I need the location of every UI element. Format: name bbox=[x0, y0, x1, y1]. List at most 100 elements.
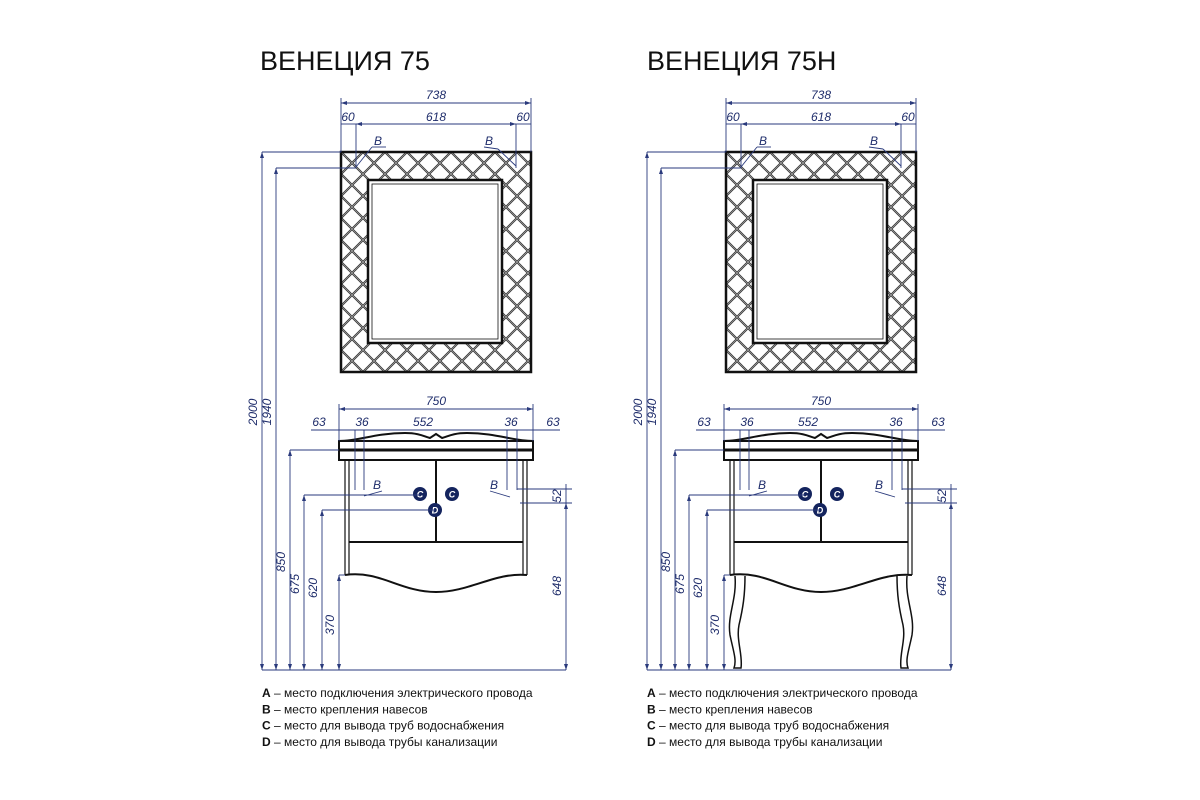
marker-letter: C bbox=[417, 490, 424, 500]
mirror-frame-outline bbox=[724, 150, 918, 374]
mount-point-label-b: B bbox=[875, 478, 883, 492]
dim-cabinet-part-5: 63 bbox=[931, 415, 945, 429]
legend-letter: D bbox=[647, 735, 656, 749]
dim-height-countertop: 850 bbox=[659, 552, 673, 572]
marker-letter: D bbox=[817, 506, 824, 516]
cabinet-leg-left bbox=[728, 575, 746, 669]
mount-point-label-b: B bbox=[758, 478, 766, 492]
legend-text: – место для вывода трубы канализации bbox=[271, 735, 498, 749]
water-supply-marker-c: C bbox=[830, 487, 844, 501]
countertop-wave bbox=[723, 431, 919, 442]
dim-height-total: 2000 bbox=[631, 398, 645, 426]
water-supply-marker-c: C bbox=[798, 487, 812, 501]
water-supply-marker-c: C bbox=[413, 487, 427, 501]
dim-cabinet-width: 750 bbox=[426, 394, 446, 408]
legend-item: D – место для вывода трубы канализации bbox=[647, 735, 882, 749]
mirror-frame-outline bbox=[339, 150, 533, 374]
legend-text: – место крепления навесов bbox=[271, 702, 428, 716]
dim-height-water: 675 bbox=[288, 574, 302, 594]
legend-item: B – место крепления навесов bbox=[262, 702, 428, 716]
dim-mirror-inner: 618 bbox=[811, 110, 831, 124]
dim-cabinet-part-5: 63 bbox=[546, 415, 560, 429]
dim-height-drain: 620 bbox=[306, 578, 320, 598]
marker-letter: C bbox=[802, 490, 809, 500]
legend-text: – место для вывода труб водоснабжения bbox=[271, 719, 504, 733]
legend-text: – место для вывода трубы канализации bbox=[656, 735, 883, 749]
dim-height-mirror-top: 1940 bbox=[645, 398, 659, 425]
leader-line bbox=[868, 146, 884, 150]
legend-text: – место крепления навесов bbox=[656, 702, 813, 716]
legend: A – место подключения электрического про… bbox=[647, 686, 918, 749]
mount-point-label-b: B bbox=[373, 478, 381, 492]
mirror-glass bbox=[751, 178, 889, 345]
dim-cabinet-width: 750 bbox=[811, 394, 831, 408]
leader-line bbox=[882, 148, 902, 167]
legend-item: A – место подключения электрического про… bbox=[262, 686, 533, 700]
mount-point-label-b: B bbox=[870, 134, 878, 148]
mirror-glass-bevel bbox=[756, 183, 884, 340]
legend-letter: C bbox=[262, 719, 271, 733]
panel-title: ВЕНЕЦИЯ 75Н bbox=[647, 46, 836, 76]
dim-mount-height: 648 bbox=[550, 576, 564, 596]
legend-letter: A bbox=[262, 686, 271, 700]
marker-letter: D bbox=[432, 506, 439, 516]
marker-letter: C bbox=[449, 490, 456, 500]
dim-height-total: 2000 bbox=[246, 398, 260, 426]
dim-cabinet-part-1: 63 bbox=[697, 415, 711, 429]
dim-mirror-side-left: 60 bbox=[341, 110, 355, 124]
mirror-glass-bevel bbox=[371, 183, 499, 340]
cabinet-leg-right bbox=[896, 575, 914, 669]
cabinet-bottom-wave bbox=[344, 573, 528, 594]
marker-circle bbox=[413, 487, 427, 501]
legend-letter: B bbox=[647, 702, 656, 716]
dim-mount-gap: 52 bbox=[550, 489, 564, 503]
dim-height-cabinet-bottom: 370 bbox=[323, 615, 337, 635]
leader-line bbox=[740, 146, 758, 168]
legend-letter: C bbox=[647, 719, 656, 733]
marker-circle bbox=[445, 487, 459, 501]
marker-circle bbox=[830, 487, 844, 501]
panel-title: ВЕНЕЦИЯ 75 bbox=[260, 46, 430, 76]
dim-mount-height: 648 bbox=[935, 576, 949, 596]
cabinet-sides bbox=[729, 460, 913, 575]
dim-mount-gap: 52 bbox=[935, 489, 949, 503]
legend-letter: B bbox=[262, 702, 271, 716]
legend-text: – место для вывода труб водоснабжения bbox=[656, 719, 889, 733]
mount-point-label-b: B bbox=[485, 134, 493, 148]
legend-item: C – место для вывода труб водоснабжения bbox=[262, 719, 504, 733]
dim-height-countertop: 850 bbox=[274, 552, 288, 572]
legend-letter: A bbox=[647, 686, 656, 700]
dim-mirror-side-right: 60 bbox=[901, 110, 915, 124]
dim-height-water: 675 bbox=[673, 574, 687, 594]
dim-mirror-width: 738 bbox=[426, 88, 446, 102]
legend-letter: D bbox=[262, 735, 271, 749]
dim-mirror-inner: 618 bbox=[426, 110, 446, 124]
cabinet-sides bbox=[344, 460, 528, 575]
dim-cabinet-part-2: 36 bbox=[355, 415, 369, 429]
dim-mirror-side-left: 60 bbox=[726, 110, 740, 124]
mount-point-label-b: B bbox=[374, 134, 382, 148]
dim-mirror-width: 738 bbox=[811, 88, 831, 102]
countertop-wave bbox=[338, 431, 534, 442]
legend-item: B – место крепления навесов bbox=[647, 702, 813, 716]
mount-point-label-b: B bbox=[490, 478, 498, 492]
mirror-frame-pattern bbox=[726, 152, 916, 372]
dim-height-cabinet-bottom: 370 bbox=[708, 615, 722, 635]
dim-cabinet-part-4: 36 bbox=[504, 415, 518, 429]
legend-item: C – место для вывода труб водоснабжения bbox=[647, 719, 889, 733]
leader-line bbox=[489, 490, 511, 498]
dim-height-mirror-top: 1940 bbox=[260, 398, 274, 425]
dim-cabinet-part-3: 552 bbox=[413, 415, 433, 429]
leader-line bbox=[497, 148, 517, 167]
water-supply-marker-c: C bbox=[445, 487, 459, 501]
dim-cabinet-part-4: 36 bbox=[889, 415, 903, 429]
dim-cabinet-part-3: 552 bbox=[798, 415, 818, 429]
